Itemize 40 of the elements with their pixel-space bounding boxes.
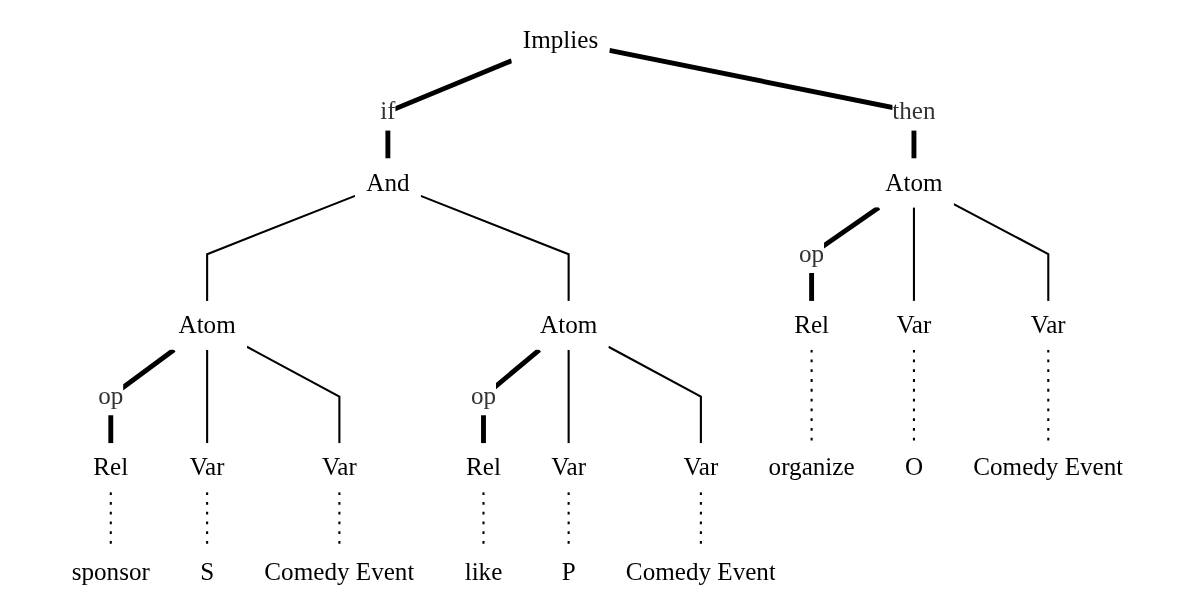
node-text: like — [464, 557, 503, 586]
node-text: P — [561, 557, 576, 586]
node-text: Atom — [178, 310, 236, 339]
node-text: sponsor — [71, 557, 150, 586]
node-text: Var — [321, 453, 357, 481]
connector — [246, 345, 341, 444]
connector — [206, 349, 209, 444]
node-text: Rel — [93, 453, 129, 481]
node-text: Atom — [885, 168, 943, 197]
node-text: Var — [683, 453, 719, 481]
node-text: Rel — [794, 310, 830, 339]
connector — [953, 203, 1050, 301]
connector — [206, 194, 356, 301]
connector — [420, 194, 570, 301]
node-text: Rel — [466, 453, 501, 481]
connector — [607, 345, 702, 444]
connector — [567, 349, 570, 444]
node-text: Comedy Event — [625, 557, 776, 586]
connector — [810, 349, 813, 444]
node-text: Var — [1030, 310, 1066, 339]
node-text: And — [366, 168, 410, 197]
edge-label: then — [892, 97, 936, 126]
edge-label: op — [98, 381, 124, 410]
edge-label: op — [799, 239, 825, 268]
node-text: Var — [189, 453, 225, 481]
connector — [912, 207, 915, 301]
node-text: Var — [896, 310, 932, 339]
connector — [608, 48, 917, 159]
node-text: organize — [768, 453, 855, 481]
connector — [1047, 349, 1050, 444]
edge-label: if — [380, 97, 396, 126]
node-text: Var — [551, 453, 587, 481]
node-text: S — [200, 557, 215, 586]
connector — [912, 349, 915, 444]
node-text: O — [904, 453, 924, 481]
edge-label: op — [470, 381, 497, 410]
node-text: Atom — [540, 310, 598, 339]
node-text: Comedy Event — [264, 557, 415, 586]
node-text: Comedy Event — [973, 453, 1124, 481]
node-text: Implies — [522, 25, 599, 54]
